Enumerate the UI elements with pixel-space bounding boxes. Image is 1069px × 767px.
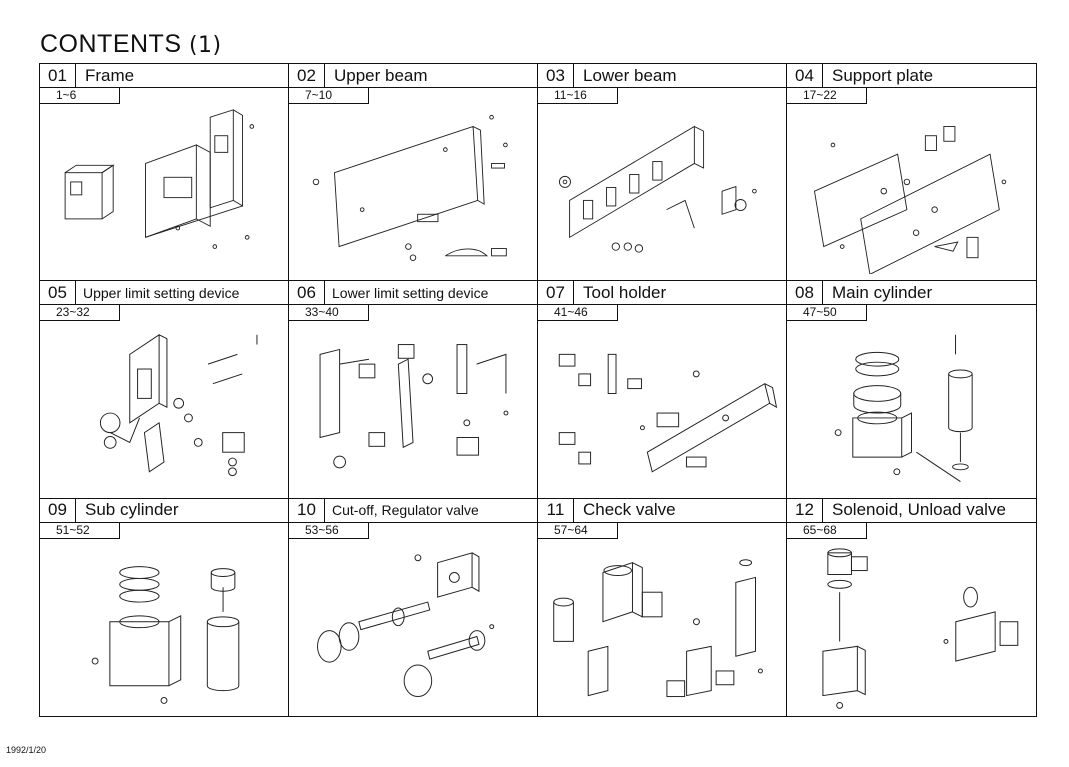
- page-title: CONTENTS (1): [40, 30, 222, 59]
- section-name: Sub cylinder: [85, 500, 179, 520]
- section-number: 08: [787, 281, 823, 305]
- lower-beam-drawing-icon: [546, 108, 778, 274]
- section-number: 12: [787, 498, 823, 522]
- section-header: 01 Frame: [40, 64, 288, 88]
- contents-grid: 01 Frame 1~6 02 Upper beam 7~10: [39, 63, 1037, 717]
- section-number: 06: [289, 281, 325, 305]
- section-header: 09 Sub cylinder: [40, 498, 288, 523]
- section-header: 07 Tool holder: [538, 281, 786, 306]
- section-header: 12 Solenoid, Unload valve: [787, 498, 1036, 523]
- section-number: 11: [538, 498, 574, 522]
- section-header: 06 Lower limit setting device: [289, 281, 537, 306]
- section-header: 03 Lower beam: [538, 64, 786, 88]
- section-header: 10 Cut-off, Regulator valve: [289, 498, 537, 523]
- regulator-valve-drawing-icon: [297, 543, 529, 710]
- section-name: Solenoid, Unload valve: [832, 500, 1006, 520]
- section-lower-limit-device[interactable]: 06 Lower limit setting device 33~40: [289, 281, 538, 499]
- section-sub-cylinder[interactable]: 09 Sub cylinder 51~52: [40, 498, 289, 716]
- section-upper-beam[interactable]: 02 Upper beam 7~10: [289, 64, 538, 282]
- section-header: 05 Upper limit setting device: [40, 281, 288, 306]
- page-range: 7~10: [289, 88, 369, 104]
- lower-limit-device-drawing-icon: [297, 325, 529, 491]
- section-regulator-valve[interactable]: 10 Cut-off, Regulator valve 53~56: [289, 498, 538, 716]
- page-range: 33~40: [289, 305, 369, 322]
- section-support-plate[interactable]: 04 Support plate 17~22: [787, 64, 1036, 282]
- solenoid-valve-drawing-icon: [795, 543, 1028, 710]
- section-name: Upper limit setting device: [83, 284, 240, 301]
- section-name: Lower beam: [583, 65, 677, 85]
- main-cylinder-drawing-icon: [795, 325, 1028, 491]
- page-range: 23~32: [40, 305, 120, 322]
- section-upper-limit-device[interactable]: 05 Upper limit setting device 23~32: [40, 281, 289, 499]
- support-plate-drawing-icon: [795, 108, 1028, 276]
- section-number: 09: [40, 498, 76, 522]
- page-range: 11~16: [538, 88, 618, 104]
- page-range: 1~6: [40, 88, 120, 104]
- upper-limit-device-drawing-icon: [48, 325, 280, 491]
- section-number: 07: [538, 281, 574, 305]
- section-name: Main cylinder: [832, 282, 933, 302]
- section-name: Upper beam: [334, 65, 428, 85]
- section-number: 10: [289, 498, 325, 522]
- section-number: 02: [289, 64, 325, 87]
- page-title-text: CONTENTS: [40, 30, 182, 58]
- section-header: 02 Upper beam: [289, 64, 537, 88]
- section-number: 05: [40, 281, 76, 305]
- section-number: 04: [787, 64, 823, 87]
- tool-holder-drawing-icon: [546, 325, 778, 491]
- page-range: 47~50: [787, 305, 867, 322]
- section-name: Lower limit setting device: [332, 284, 489, 301]
- section-header: 08 Main cylinder: [787, 281, 1036, 306]
- section-solenoid-valve[interactable]: 12 Solenoid, Unload valve 65~68: [787, 498, 1036, 716]
- section-frame[interactable]: 01 Frame 1~6: [40, 64, 289, 282]
- section-header: 04 Support plate: [787, 64, 1036, 88]
- section-name: Support plate: [832, 65, 934, 85]
- page-range: 53~56: [289, 522, 369, 539]
- section-lower-beam[interactable]: 03 Lower beam 11~16: [538, 64, 787, 282]
- page-range: 51~52: [40, 522, 120, 539]
- page-range: 41~46: [538, 305, 618, 322]
- page-range: 65~68: [787, 522, 867, 539]
- sub-cylinder-drawing-icon: [48, 543, 280, 710]
- document-date: 1992/1/20: [6, 745, 47, 755]
- section-number: 03: [538, 64, 574, 87]
- section-main-cylinder[interactable]: 08 Main cylinder 47~50: [787, 281, 1036, 499]
- section-name: Frame: [85, 65, 135, 85]
- section-header: 11 Check valve: [538, 498, 786, 523]
- frame-drawing-icon: [48, 108, 280, 274]
- section-number: 01: [40, 64, 76, 87]
- page-range: 57~64: [538, 522, 618, 539]
- section-name: Cut-off, Regulator valve: [332, 502, 479, 519]
- page-range: 17~22: [787, 88, 867, 104]
- section-tool-holder[interactable]: 07 Tool holder 41~46: [538, 281, 787, 499]
- upper-beam-drawing-icon: [297, 108, 529, 274]
- check-valve-drawing-icon: [546, 543, 778, 710]
- section-name: Tool holder: [583, 282, 667, 302]
- section-name: Check valve: [583, 500, 676, 520]
- section-check-valve[interactable]: 11 Check valve 57~64: [538, 498, 787, 716]
- page-title-suffix: (1): [188, 33, 222, 58]
